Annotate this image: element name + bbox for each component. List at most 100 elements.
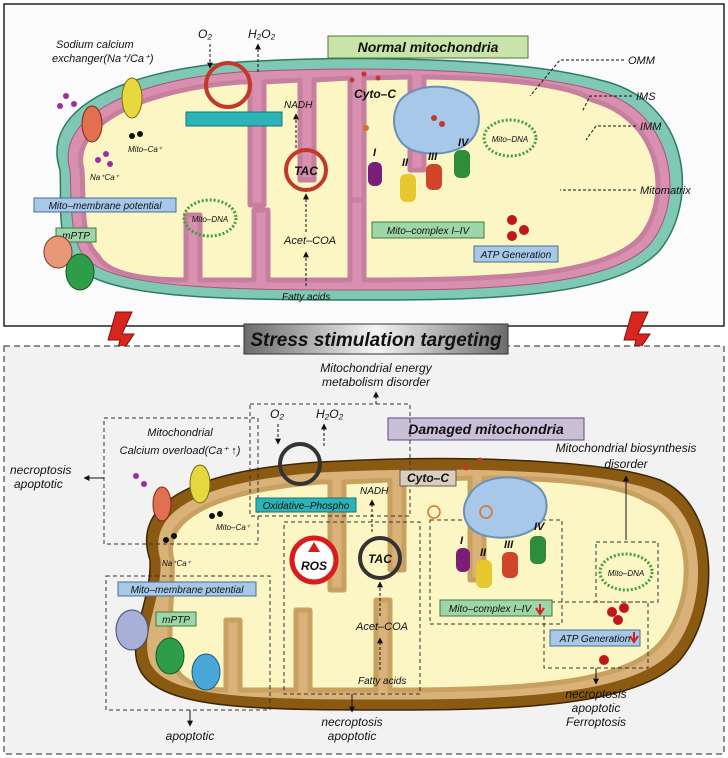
mito-complex-damaged-label: Mito–complex I–IV [449,604,533,615]
na-ca-label: Na⁺Ca⁺ [90,173,120,182]
mptp-damaged-label: mPTP [162,615,190,626]
outcome-center-2: apoptotic [328,729,377,743]
mito-complex-label: Mito–complex I–IV [387,226,471,237]
cytoc-label: Cyto–C [354,87,396,101]
atp-generation-box [473,245,559,263]
outcome-center-1: necroptosis [321,715,382,729]
mito-ca-damaged-label: Mito–Ca⁺ [216,523,251,532]
na-ca-damaged-label: Na⁺Ca⁺ [162,559,192,568]
tac-cycle-icon [284,148,328,192]
mito-ca-label: Mito–Ca⁺ [128,145,163,154]
membrane-potential-damaged-label: Mito–membrane potential [131,585,245,596]
nadh-label: NADH [284,100,313,111]
outcome-right-2: apoptotic [572,701,621,715]
damaged-title: Damaged mitochondria [408,421,564,437]
calcium-label-1: Mitochondrial [147,427,213,439]
mito-dna-normal-left-icon [182,198,238,238]
nadh-damaged-label: NADH [360,486,389,497]
mitomatrix-label: Mitomatrix [640,185,691,197]
mito-dna-damaged-icon [598,552,654,592]
o2-cycle-icon [204,61,252,109]
biosynthesis-label-1: Mitochondrial biosynthesis [556,441,697,455]
damaged-title-box [387,417,585,441]
omm-label: OMM [628,55,656,67]
complex-ii-label: II [402,157,409,169]
complex-ii-damaged-label: II [480,547,487,559]
cytoc-damaged-label: Cyto–C [407,471,449,485]
outcome-right-3: Ferroptosis [566,715,626,729]
exchanger-label-2: exchanger(Na⁺/Ca⁺) [52,53,154,65]
tac-damaged-label: TAC [368,552,392,566]
ros-icon [289,535,339,585]
mito-complex-normal: I II III IV [368,137,470,202]
complex-iv-label: IV [458,137,470,149]
acet-coa-damaged-label: Acet–COA [355,621,408,633]
mito-dna-region [595,541,659,603]
complex-iii-damaged-label: III [504,539,514,551]
complex-i-damaged-label: I [460,535,464,547]
oxidative-phospho-label: Oxidative–Phospho [263,501,350,512]
exchanger-label-1: Sodium calcium [56,39,134,51]
normal-title: Normal mitochondria [358,39,499,55]
fatty-acids-label: Fatty acids [282,292,330,303]
ros-label: ROS [301,559,327,573]
mito-complex-damaged: I II III IV [456,521,546,588]
atp-generation-damaged-label: ATP Generation [559,634,631,645]
stress-banner-label-front: Stress stimulation targeting [250,330,502,351]
mito-complex-damaged-box [439,599,553,617]
oxphos-region [249,403,411,517]
cytoc-damaged-dots [427,457,493,519]
tac-label: TAC [294,164,318,178]
oxidative-phospho-box [255,497,357,513]
energy-disorder-label-1: Mitochondrial energy [320,361,432,375]
membrane-potential-box [33,197,177,213]
h2o2-label: H₂O₂ [248,27,276,41]
cristae-pocket-damaged [463,476,548,539]
h2o2-damaged-label: H₂O₂ [316,407,344,421]
o2-cycle-damaged-icon [278,442,322,486]
mptp-damaged-channel-icon [115,609,221,691]
membrane-potential-label: Mito–membrane potential [49,201,163,212]
complex-iv-damaged-label: IV [534,521,546,533]
fatty-acids-damaged-label: Fatty acids [358,676,406,687]
mito-dna-damaged-label: Mito–DNA [608,569,644,578]
atp-dots-damaged [599,603,629,665]
o2-label: O₂ [198,27,212,41]
complex-decrease-icon [535,604,545,616]
membrane-potential-region [105,575,271,711]
atp-decrease-icon [629,632,639,644]
mito-complex-box [371,221,485,239]
mptp-label: mPTP [62,231,90,242]
tac-damaged-icon [358,536,402,580]
biosynthesis-label-2: disorder [604,457,648,471]
mito-dna-normal-right-icon [482,118,538,158]
complex-i-label: I [373,147,377,159]
mito-dna-right-label: Mito–DNA [492,135,528,144]
exchanger-icon [57,77,143,167]
calcium-overload-region [103,417,259,545]
mptp-damaged-box [155,611,197,627]
mito-dna-left-label: Mito–DNA [192,215,228,224]
atp-region [543,601,649,669]
exchanger-damaged-icon [133,464,223,543]
normal-title-box [327,35,529,59]
calcium-label-2: Calcium overload(Ca⁺ ↑) [120,445,241,457]
oxidative-phospho-box-normal [185,111,283,127]
atp-dots-normal [507,215,529,241]
necroptosis-left-2: apoptotic [14,477,63,491]
mptp-channel-icon [43,235,95,291]
ims-label: IMS [636,91,656,103]
o2-damaged-label: O₂ [270,407,284,421]
atp-generation-label: ATP Generation [480,250,552,261]
cristae-pocket-normal [393,85,480,155]
complex-iii-label: III [428,151,438,163]
cytoc-dots [349,71,445,131]
energy-disorder-label-2: metabolism disorder [322,375,431,389]
acet-coa-label: Acet–COA [283,235,336,247]
imm-label: IMM [640,121,662,133]
necroptosis-left-1: necroptosis [10,463,71,477]
outcome-bottom-left: apoptotic [166,729,215,743]
membrane-potential-damaged-box [117,581,257,597]
cytoc-damaged-box [399,469,457,487]
